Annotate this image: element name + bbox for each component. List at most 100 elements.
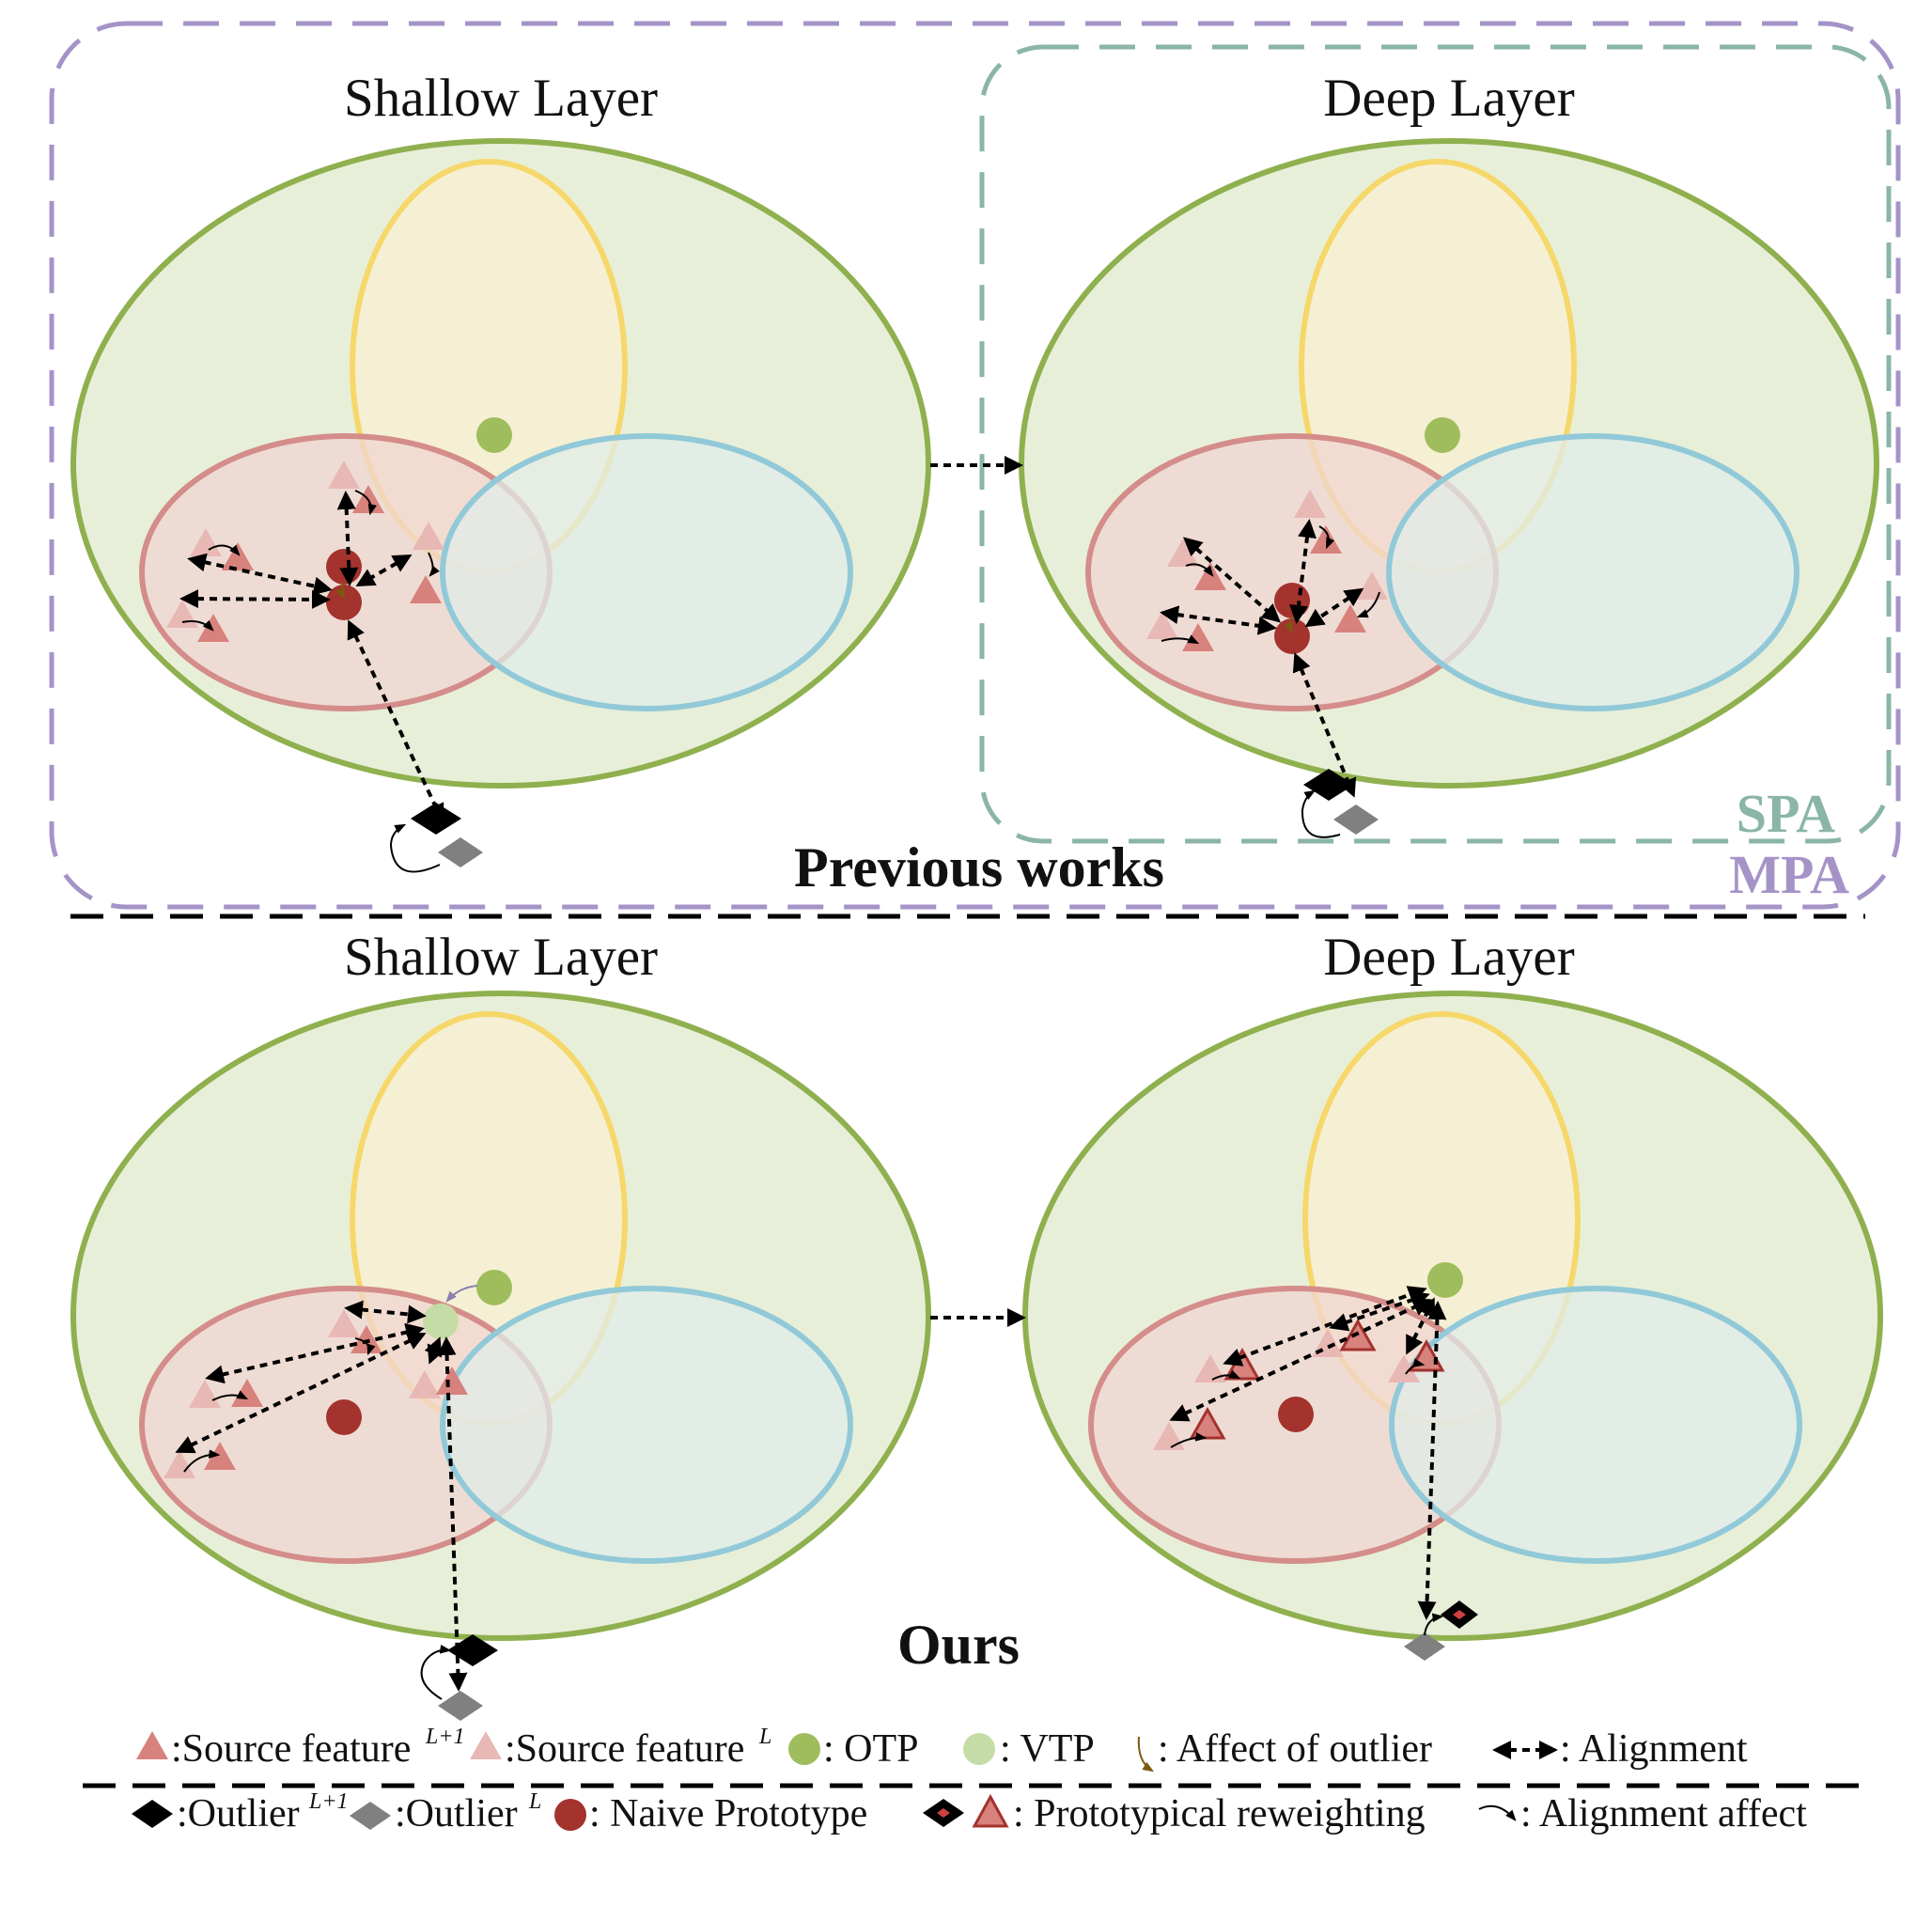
alignment-affect-arrow bbox=[1211, 1369, 1241, 1381]
top-shallow-feature-space bbox=[70, 138, 931, 873]
legend-otp: : OTP bbox=[823, 1727, 919, 1771]
alignment-affect-arrow bbox=[428, 552, 440, 577]
alignment-affect-arrow bbox=[1161, 634, 1200, 645]
naive-prototype-dot-icon bbox=[554, 1799, 586, 1831]
legend-alignment-affect: : Alignment affect bbox=[1520, 1792, 1807, 1835]
legend-outlier-l1: :Outlier bbox=[177, 1792, 300, 1835]
bottom-shallow-title: Shallow Layer bbox=[344, 928, 658, 987]
alignment-affect-arrow bbox=[1356, 591, 1380, 618]
alignment-arrow bbox=[1182, 537, 1282, 623]
bottom-deep-title: Deep Layer bbox=[1323, 928, 1574, 987]
otp-dot-icon bbox=[788, 1733, 820, 1765]
legend-outlier-l-sup: L bbox=[528, 1789, 541, 1814]
alignment-affect-arrow bbox=[389, 823, 441, 873]
alignment-arrow bbox=[1304, 587, 1364, 628]
alignment-arrow bbox=[437, 1336, 468, 1692]
source-feature-light bbox=[164, 1450, 195, 1478]
dark-triangle-icon bbox=[136, 1731, 168, 1759]
reweighted-diamond-mark-icon bbox=[937, 1808, 950, 1818]
alignment-affect-arrow bbox=[1318, 525, 1335, 550]
alignment-arrow bbox=[424, 1336, 445, 1365]
blue-class-region bbox=[440, 1286, 853, 1564]
alignment-affect-arrow bbox=[211, 1390, 249, 1401]
source-feature-light bbox=[190, 528, 222, 556]
vtp-dot-icon bbox=[963, 1733, 995, 1765]
source-feature-light bbox=[413, 522, 444, 550]
alignment-arrow bbox=[1169, 1298, 1432, 1422]
gray-diamond-icon bbox=[350, 1802, 391, 1830]
outlier-dark bbox=[447, 1634, 498, 1666]
alignment-arrow bbox=[1292, 652, 1357, 798]
outlier-reweighted-mark bbox=[1453, 1610, 1466, 1619]
alignment-arrow bbox=[1289, 519, 1317, 624]
legend-outlier-l1-sup: L+1 bbox=[308, 1789, 349, 1814]
source-feature-light bbox=[1294, 490, 1326, 518]
alignment-affect-arrow bbox=[183, 1449, 221, 1473]
naive-prototype bbox=[1274, 618, 1310, 654]
otp-to-vtp-arrow bbox=[445, 1285, 478, 1303]
legend-naive-prototype: : Naive Prototype bbox=[589, 1792, 867, 1835]
legend-outlier-l: :Outlier bbox=[395, 1792, 518, 1835]
ours-label: Ours bbox=[897, 1614, 1020, 1676]
naive-prototype bbox=[1274, 583, 1310, 618]
legend-vtp: : VTP bbox=[1000, 1727, 1095, 1771]
blue-class-region bbox=[440, 433, 853, 711]
vtp-dot bbox=[423, 1304, 459, 1339]
naive-prototype bbox=[326, 549, 362, 585]
legend-source-feature-l1-sup: L+1 bbox=[425, 1725, 465, 1749]
otp-dot bbox=[1427, 1262, 1463, 1298]
alignment-affect-arrow bbox=[354, 1337, 376, 1356]
outlier-affect-arrow bbox=[1284, 616, 1294, 634]
alignment-arrow bbox=[347, 619, 444, 823]
source-feature-reweighted bbox=[1189, 1406, 1226, 1440]
bottom-deep-feature-space bbox=[1022, 991, 1883, 1661]
blue-class-region bbox=[1389, 1286, 1802, 1564]
outlier-light bbox=[1333, 804, 1379, 835]
legend-source-feature-l: :Source feature bbox=[505, 1727, 744, 1771]
otp-dot bbox=[476, 1270, 512, 1305]
naive-prototype bbox=[326, 585, 362, 620]
alignment-arrow bbox=[179, 589, 331, 609]
blue-class-region bbox=[1386, 433, 1800, 711]
outlier-light bbox=[438, 837, 483, 867]
alignment-affect-arrow bbox=[1301, 789, 1341, 838]
light-triangle-icon bbox=[470, 1731, 502, 1759]
alignment-affect-arrow bbox=[1185, 563, 1214, 577]
outlier-light bbox=[438, 1691, 483, 1721]
alignment-arrow bbox=[355, 554, 413, 586]
alignment-affect-arrow bbox=[181, 619, 214, 632]
naive-prototype bbox=[326, 1399, 362, 1435]
alignment-affect-arrow-icon bbox=[1478, 1804, 1517, 1821]
alignment-arrow bbox=[336, 491, 359, 586]
legend-source-feature-l-sup: L bbox=[758, 1725, 771, 1749]
mpa-label: MPA bbox=[1729, 844, 1849, 905]
legend-prototypical-reweighting: : Prototypical reweighting bbox=[1013, 1792, 1426, 1835]
top-deep-title: Deep Layer bbox=[1323, 69, 1574, 128]
ours-section: Shallow Layer Deep Layer bbox=[70, 928, 1883, 1721]
top-shallow-title: Shallow Layer bbox=[344, 69, 658, 128]
spa-label: SPA bbox=[1737, 783, 1835, 844]
outlier-dark bbox=[1303, 769, 1354, 801]
alignment-affect-arrow bbox=[1170, 1432, 1208, 1448]
source-feature-dark bbox=[410, 575, 442, 603]
spa-box bbox=[979, 44, 1892, 844]
legend-affect-of-outlier: : Affect of outlier bbox=[1158, 1727, 1432, 1771]
otp-dot bbox=[1425, 417, 1460, 453]
alignment-arrow bbox=[187, 553, 333, 596]
previous-works-section: Shallow Layer Deep Layer bbox=[49, 21, 1901, 910]
outlier-dark bbox=[411, 803, 461, 835]
legend-source-feature-l1: :Source feature bbox=[171, 1727, 411, 1771]
alignment-arrow bbox=[1160, 605, 1277, 635]
otp-dot bbox=[476, 417, 512, 453]
outlier-affect-arrow-icon bbox=[1137, 1736, 1155, 1773]
legend: :Source feature L+1 :Source feature L : … bbox=[83, 1725, 1865, 1835]
alignment-affect-arrow bbox=[420, 1645, 452, 1700]
reweighted-triangle-icon bbox=[972, 1793, 1009, 1828]
mpa-box bbox=[49, 21, 1901, 910]
bottom-shallow-feature-space bbox=[70, 991, 931, 1721]
outlier-light bbox=[1404, 1632, 1445, 1661]
alignment-affect-arrow bbox=[1424, 1613, 1444, 1636]
naive-prototype bbox=[1278, 1397, 1314, 1432]
previous-works-label: Previous works bbox=[794, 836, 1164, 898]
outlier-affect-arrow bbox=[335, 582, 346, 601]
